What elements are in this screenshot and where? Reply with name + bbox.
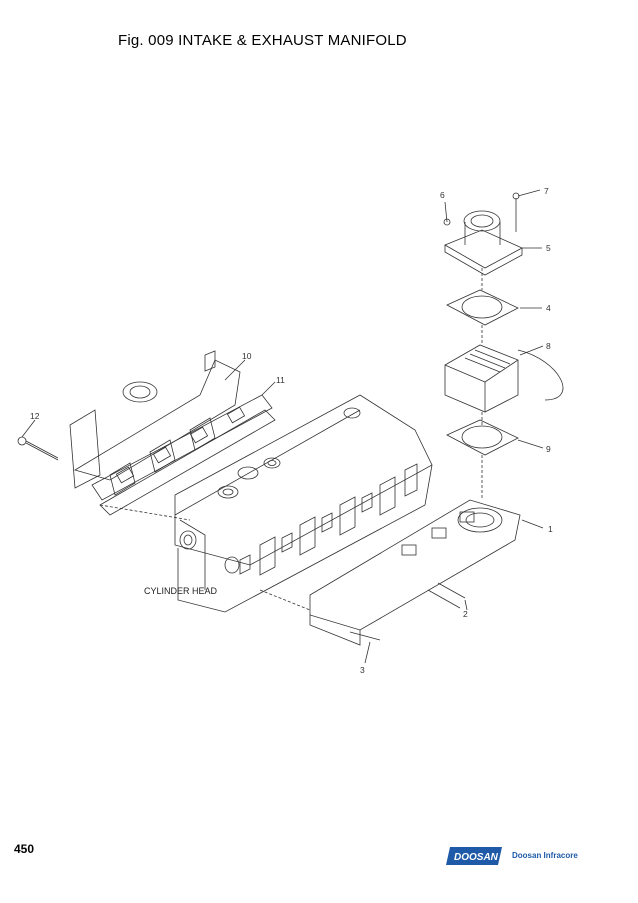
- brand-name: Doosan Infracore: [512, 851, 578, 860]
- callout-12: 12: [30, 411, 40, 421]
- gasket-9: [446, 419, 519, 456]
- callout-2: 2: [463, 609, 468, 619]
- callout-5: 5: [546, 243, 551, 253]
- page-title: Fig. 009 INTAKE & EXHAUST MANIFOLD: [118, 32, 407, 49]
- callout-7: 7: [544, 186, 549, 196]
- intake-manifold: [69, 350, 276, 516]
- cylinder-head-label: CYLINDER HEAD: [144, 586, 218, 596]
- callout-11: 11: [276, 375, 285, 385]
- gasket-4: [446, 289, 519, 326]
- manifold-gasket: [91, 394, 273, 501]
- callout-4: 4: [546, 303, 551, 313]
- callout-1: 1: [548, 524, 553, 534]
- callout-10: 10: [242, 351, 252, 361]
- doosan-logo: DOOSAN: [446, 847, 502, 865]
- callout-3: 3: [360, 665, 365, 675]
- callout-9: 9: [546, 444, 551, 454]
- cylinder-head: [174, 394, 433, 613]
- callout-8: 8: [546, 341, 551, 351]
- page-number: 450: [14, 842, 35, 856]
- elbow-5: [444, 210, 523, 276]
- exhaust-manifold: [309, 499, 521, 646]
- svg-text:DOOSAN: DOOSAN: [454, 852, 499, 863]
- bolt-12: [17, 436, 59, 461]
- callout-6: 6: [440, 190, 445, 200]
- turbo-elbow: [444, 344, 564, 413]
